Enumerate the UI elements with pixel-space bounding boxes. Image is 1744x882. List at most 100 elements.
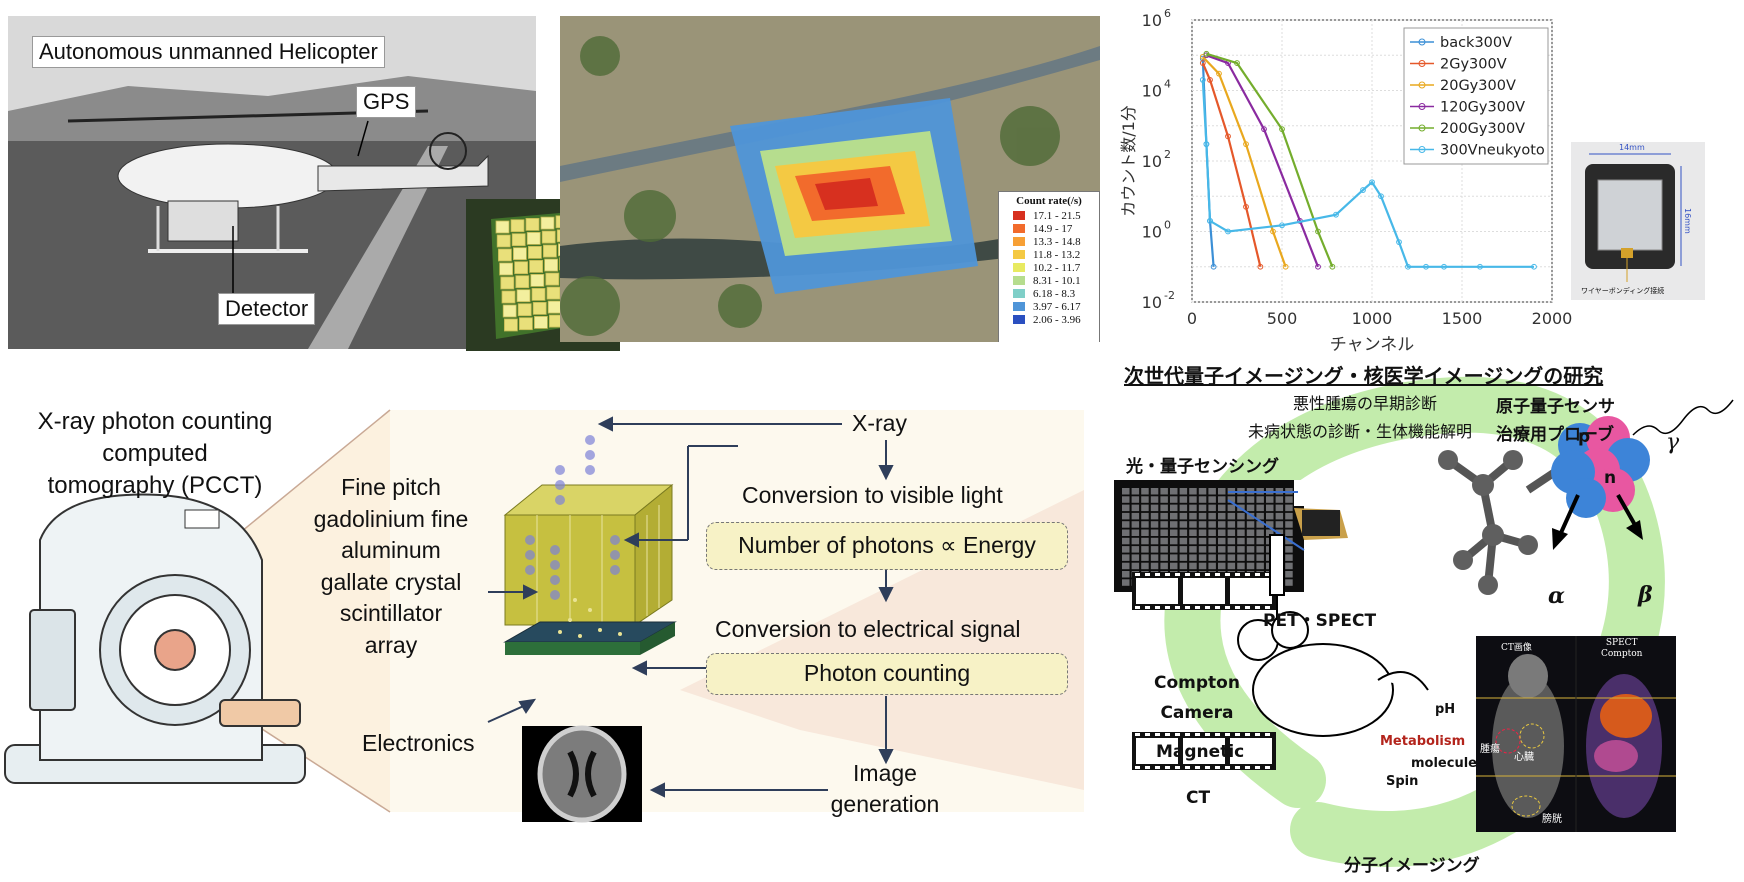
- legend-row: 17.1 - 21.5: [1013, 209, 1099, 222]
- legend-swatch: [1013, 263, 1025, 272]
- crystal-line-6: array: [364, 631, 418, 658]
- tumor-label: 腫瘍: [1480, 744, 1500, 755]
- data-point: [1225, 228, 1231, 235]
- chip-caption: ワイヤーボンディング接続: [1581, 287, 1665, 295]
- conversion-electrical-label: Conversion to electrical signal: [715, 616, 1021, 642]
- data-point: [1234, 60, 1240, 66]
- y-tick-exponent: -2: [1164, 289, 1175, 302]
- chip-height-label: 16mm: [1683, 208, 1692, 234]
- x-tick-label: 2000: [1532, 309, 1573, 328]
- data-point: [1329, 263, 1336, 270]
- legend-swatch: [1013, 289, 1025, 298]
- pcct-title: X-ray photon counting computed tomograph…: [25, 406, 285, 502]
- legend-entry: 120Gy300V: [1440, 100, 1525, 116]
- quantum-heading: 次世代量子イメージング・核医学イメージングの研究: [1124, 364, 1604, 388]
- legend-swatch: [1013, 237, 1025, 246]
- pcct-title-line-2: computed: [102, 440, 208, 467]
- spect-compton-label: SPECT Compton: [1601, 638, 1642, 660]
- legend-marker: [1418, 38, 1426, 46]
- optical-sensing-label: 光・量子センシング: [1126, 457, 1279, 477]
- compton-camera-label: Compton Camera: [1154, 668, 1240, 728]
- legend-range: 17.1 - 21.5: [1033, 209, 1081, 222]
- ph-label: pH: [1435, 702, 1456, 717]
- legend-marker: [1418, 124, 1426, 132]
- legend-range: 11.8 - 13.2: [1033, 248, 1081, 261]
- series-line: [1201, 62, 1262, 268]
- photons-energy-box: Number of photons ∝ Energy: [706, 522, 1068, 570]
- data-point: [1207, 76, 1213, 83]
- y-tick-label: 10: [1142, 152, 1162, 171]
- x-tick-label: 1500: [1442, 309, 1483, 328]
- treatment-probe-label: 治療用プローブ: [1496, 425, 1614, 445]
- legend-swatch: [1013, 276, 1025, 285]
- molecular-imaging-label: 分子イメージング: [1344, 856, 1480, 876]
- legend-row: 14.9 - 17: [1013, 222, 1099, 235]
- chip-width-label: 14mm: [1619, 143, 1645, 152]
- crystal-line-5: scintillator: [339, 600, 443, 626]
- legend-marker: [1418, 146, 1426, 153]
- legend-entry: 200Gy300V: [1440, 121, 1525, 137]
- legend-swatch: [1013, 250, 1025, 259]
- ct-spect-illustration: [1476, 636, 1676, 832]
- data-point: [1423, 263, 1429, 270]
- detector-label: Detector: [218, 293, 316, 325]
- y-tick-label: 10: [1142, 82, 1162, 101]
- legend-range: 2.06 - 3.96: [1033, 313, 1081, 326]
- data-point: [1199, 76, 1206, 83]
- pcct-background-shapes: [4, 409, 1084, 823]
- x-tick-label: 500: [1267, 309, 1298, 328]
- pet-spect-label: PET・SPECT: [1263, 611, 1377, 631]
- data-point: [1270, 228, 1276, 235]
- molecule-label: molecule: [1411, 756, 1477, 771]
- legend-marker: [1418, 103, 1426, 110]
- series-line: [1206, 52, 1334, 268]
- legend-marker: [1418, 60, 1426, 67]
- data-point: [1378, 193, 1384, 200]
- series-line: [1206, 54, 1320, 268]
- photon-counting-box: Photon counting: [706, 653, 1068, 695]
- crystal-line-2: gadolinium fine: [313, 505, 469, 532]
- ct-scanner-illustration: [4, 493, 306, 784]
- x-axis-label: チャンネル: [1330, 335, 1415, 352]
- data-point: [1207, 217, 1213, 224]
- legend-swatch: [1013, 315, 1025, 324]
- series-line: [1202, 56, 1287, 268]
- data-point: [1243, 141, 1249, 148]
- data-point: [1315, 263, 1321, 270]
- legend-row: 2.06 - 3.96: [1013, 313, 1099, 326]
- spin-label: Spin: [1386, 774, 1419, 789]
- data-point: [1203, 141, 1210, 148]
- quantum-imaging-panel: CT画像 SPECT Compton 腫瘍 心臓 膀胱 次世代量子イメージング・…: [1108, 360, 1744, 882]
- y-tick-label: 10: [1142, 293, 1162, 312]
- legend-entry: 300Vneukyoto: [1440, 143, 1545, 159]
- legend-row: 10.2 - 11.7: [1013, 261, 1099, 274]
- pcct-title-line-3: tomography (PCCT): [47, 472, 263, 499]
- bladder-label: 膀胱: [1542, 814, 1562, 825]
- legend-range: 13.3 - 14.8: [1033, 235, 1081, 248]
- gps-label: GPS: [356, 86, 417, 118]
- data-point: [1216, 70, 1222, 77]
- heart-label: 心臓: [1514, 752, 1534, 763]
- compton-line-1: Compton: [1154, 673, 1240, 693]
- y-tick-label: 10: [1142, 223, 1162, 242]
- conversion-light-label: Conversion to visible light: [742, 482, 1003, 508]
- neutron-label: n: [1604, 468, 1617, 488]
- x-tick-label: 0: [1187, 309, 1197, 328]
- legend-range: 6.18 - 8.3: [1033, 287, 1076, 300]
- crystal-description: Fine pitch gadolinium fine aluminum gall…: [306, 472, 476, 661]
- legend-range: 10.2 - 11.7: [1033, 261, 1081, 274]
- data-point: [1405, 263, 1411, 270]
- data-point: [1369, 179, 1375, 186]
- crystal-line-4: gallate crystal: [320, 568, 462, 595]
- beta-symbol: β: [1638, 582, 1653, 608]
- compton-line-2: Camera: [1160, 703, 1234, 723]
- detector-chip-photo: 14mm 16mm ワイヤーボンディング接続: [1571, 142, 1705, 300]
- data-point: [1441, 263, 1447, 270]
- legend-swatch: [1013, 224, 1025, 233]
- pcct-diagram: X-ray photon counting computed tomograph…: [0, 400, 1084, 830]
- data-point: [1477, 263, 1483, 270]
- x-tick-label: 1000: [1352, 309, 1393, 328]
- pre-disease-label: 未病状態の診断・生体機能解明: [1248, 422, 1473, 441]
